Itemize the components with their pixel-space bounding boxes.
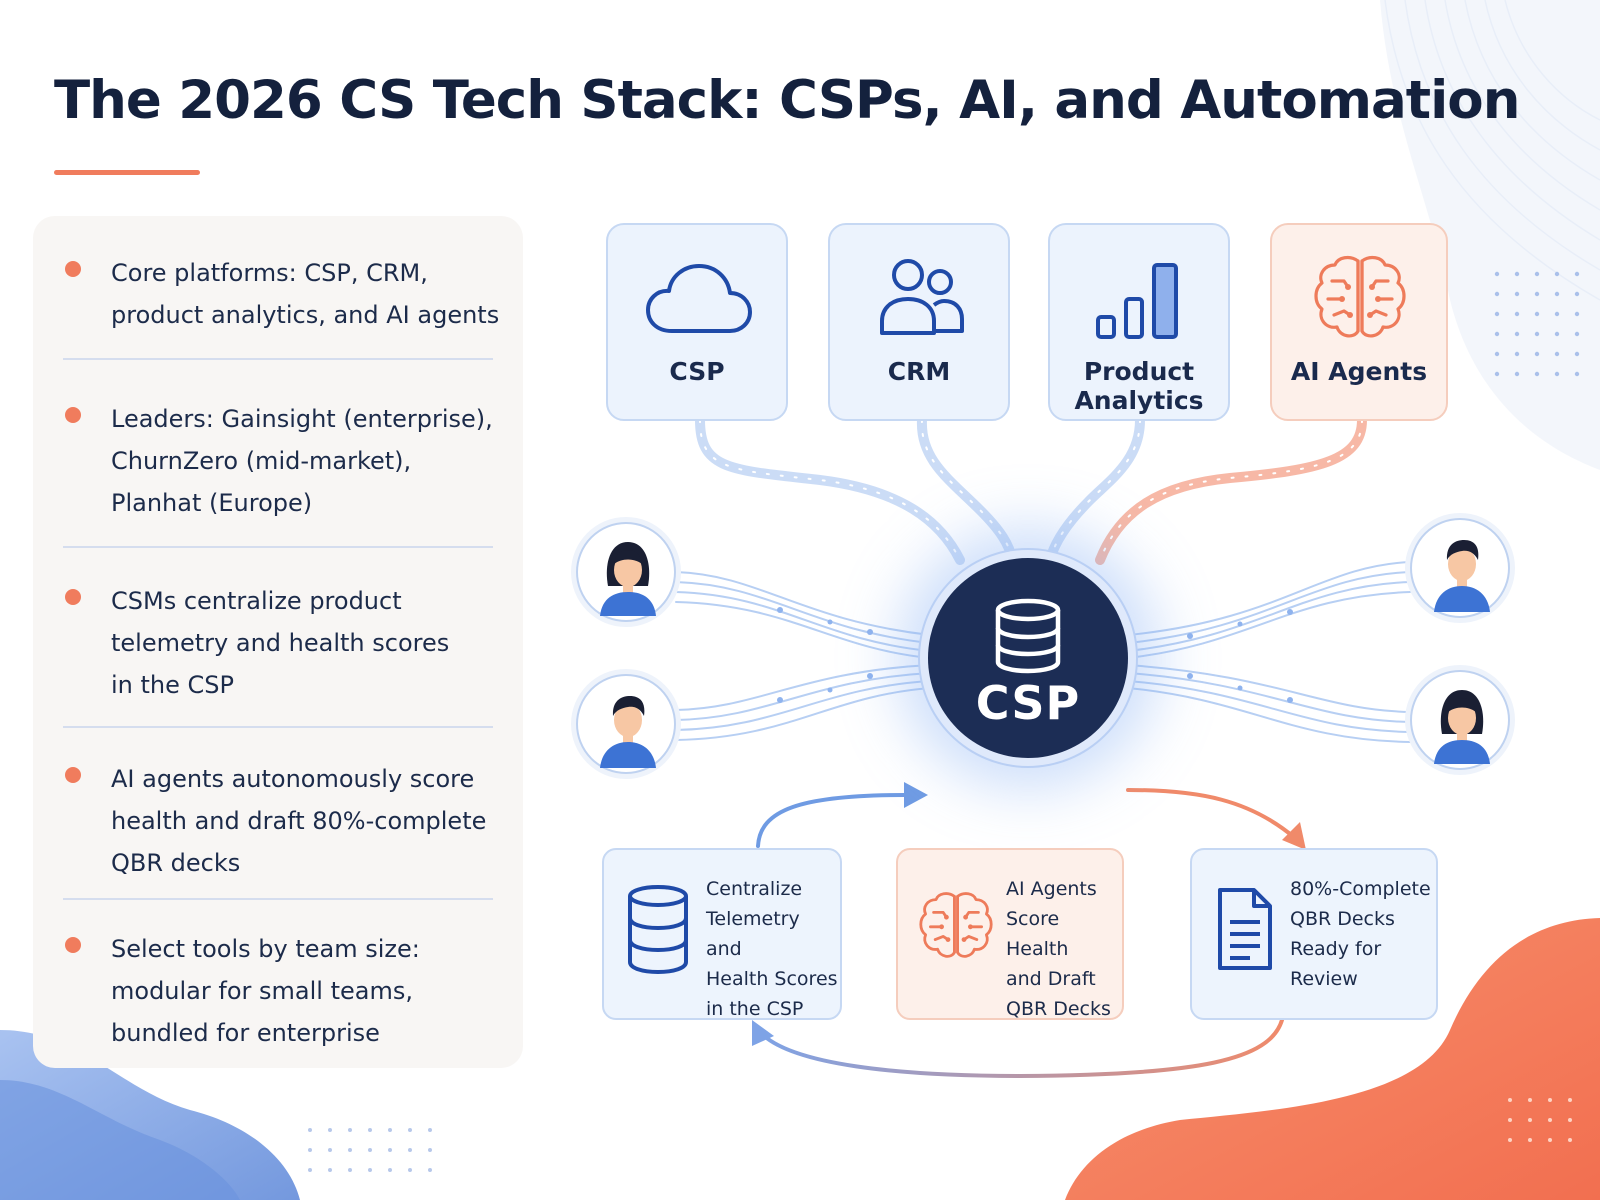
source-card-ai-agents: AI Agents [1270,223,1448,421]
bullet-dot [65,767,81,783]
source-card-label: CSP [669,357,725,386]
document-icon [1218,888,1272,970]
avatar-man-right [1410,518,1510,618]
dot-grid-blob [1508,1098,1572,1142]
bullet-dot [65,407,81,423]
flow-step-text: Centralize Telemetry and Health Scores i… [706,878,838,1020]
user-avatar-icon [1434,690,1490,764]
source-card-label: CRM [887,357,951,386]
bullet-text: Core platforms: CSP, CRM, product analyt… [111,259,500,329]
bullet-divider [63,898,493,900]
brain-icon [919,892,993,958]
bullet-text: Leaders: Gainsight (enterprise), ChurnZe… [111,405,493,517]
avatar-woman-left [576,522,676,622]
source-card-csp: CSP [606,223,788,421]
database-icon [995,598,1061,674]
key-points-panel: Core platforms: CSP, CRM, product analyt… [33,216,523,1068]
connector-sparkles [777,607,1293,703]
users-icon [880,259,964,335]
bullet-text: CSMs centralize product telemetry and he… [111,587,450,699]
avatar-man-left [576,674,676,774]
source-card-crm: CRM [828,223,1010,421]
flow-step-qbr-decks: 80%-Complete QBR Decks Ready for Review [1190,848,1438,1020]
bullet-item: Leaders: Gainsight (enterprise), ChurnZe… [33,398,523,524]
user-avatar-icon [1434,540,1490,612]
bullet-divider [63,358,493,360]
flow-step-centralize: Centralize Telemetry and Health Scores i… [602,848,842,1020]
bullet-divider [63,546,493,548]
title-underline [54,170,200,175]
source-connectors [695,415,1367,565]
bullet-divider [63,726,493,728]
flow-step-text: AI Agents Score Health and Draft QBR Dec… [1006,878,1111,1020]
arrow-head-3 [752,1020,774,1046]
arrow-head-2 [1282,822,1306,850]
user-avatar-icon [600,696,656,768]
bullet-item: AI agents autonomously score health and … [33,758,523,884]
bottom-right-blob [1065,918,1600,1200]
arrow-head-1 [904,782,928,808]
dot-grid-bottom [308,1128,432,1172]
page-title: The 2026 CS Tech Stack: CSPs, AI, and Au… [54,70,1520,131]
bullet-dot [65,261,81,277]
avatar-woman-right [1410,670,1510,770]
source-card-label: Product [1083,357,1195,386]
flow-step-text: 80%-Complete QBR Decks Ready for Review [1290,878,1431,990]
source-card-label: Analytics [1074,386,1204,415]
bullet-text: AI agents autonomously score health and … [111,765,487,877]
database-icon [628,885,688,975]
bar-chart-icon [1096,263,1178,339]
bullet-item: Core platforms: CSP, CRM, product analyt… [33,252,523,336]
hub-label: CSP [975,676,1081,730]
source-card-label: AI Agents [1290,357,1428,386]
avatar-connectors [675,561,1411,743]
user-avatar-icon [600,542,656,616]
dot-grid-right [1494,271,1580,377]
bullet-dot [65,589,81,605]
central-csp-hub: CSP [928,558,1128,758]
flow-step-ai-agents: AI Agents Score Health and Draft QBR Dec… [896,848,1124,1020]
brain-icon [1314,255,1406,338]
bullet-dot [65,937,81,953]
bullet-item: Select tools by team size: modular for s… [33,928,523,1054]
source-card-product-analytics: Product Analytics [1048,223,1230,421]
bullet-item: CSMs centralize product telemetry and he… [33,580,523,706]
bullet-text: Select tools by team size: modular for s… [111,935,420,1047]
cloud-icon [646,264,752,333]
flow-arrows [756,788,1297,1079]
